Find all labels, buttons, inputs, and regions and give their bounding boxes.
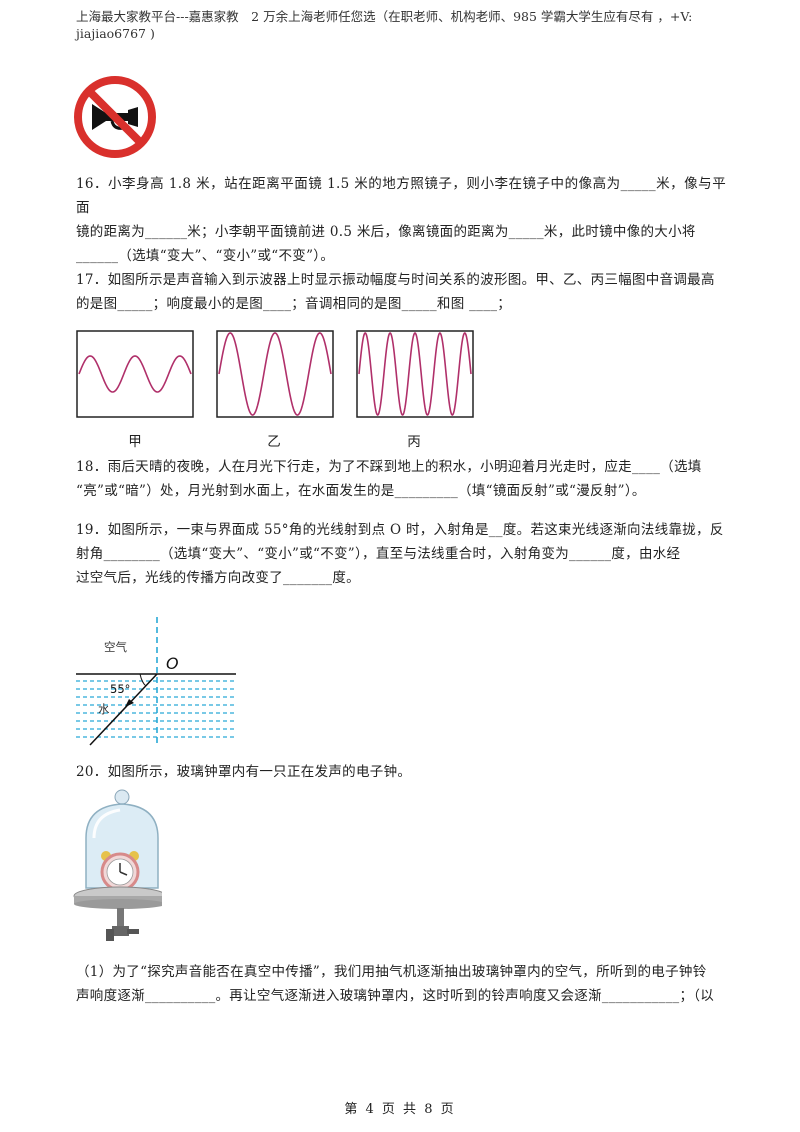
header-line-2: jiajiao6767 )	[76, 26, 155, 41]
q18-line-1: 18．雨后天晴的夜晚，人在月光下行走，为了不踩到地上的积水，小明迎着月光走时，应…	[76, 459, 702, 475]
caption-bing: 丙	[407, 434, 421, 450]
question-20: 20．如图所示，玻璃钟罩内有一只正在发声的电子钟。	[76, 760, 726, 784]
waveform-figures	[76, 330, 474, 418]
q16-line-3: ______（选填“变大”、“变小”或“不变”）。	[76, 248, 335, 264]
waveform-yi-frame	[216, 330, 334, 418]
label-point-o: O	[166, 654, 179, 673]
q16-line-1: 16．小李身高 1.8 米，站在距离平面镜 1.5 米的地方照镜子，则小李在镜子…	[76, 176, 726, 216]
water-surface-lines	[76, 680, 236, 738]
page-header: 上海最大家教平台---嘉惠家教 2 万余上海老师任您选（在职老师、机构老师、98…	[76, 8, 736, 42]
waveform-jia	[78, 355, 192, 393]
question-20-part-1: （1）为了“探究声音能否在真空中传播”，我们用抽气机逐渐抽出玻璃钟罩内的空气，所…	[76, 960, 726, 1008]
caption-yi: 乙	[267, 434, 281, 450]
label-air: 空气	[104, 640, 127, 654]
waveform-bing	[358, 332, 472, 416]
q19-line-3: 过空气后，光线的传播方向改变了_______度。	[76, 570, 360, 586]
angle-arc	[139, 673, 147, 687]
question-17: 17．如图所示是声音输入到示波器上时显示振动幅度与时间关系的波形图。甲、乙、丙三…	[76, 268, 726, 316]
q20-sub1-line-1: （1）为了“探究声音能否在真空中传播”，我们用抽气机逐渐抽出玻璃钟罩内的空气，所…	[76, 964, 707, 980]
page-footer: 第 4 页 共 8 页	[344, 1102, 456, 1117]
refraction-figure: 空气 O 55° 水	[76, 617, 236, 746]
label-water: 水	[98, 702, 110, 716]
ray-arrow-icon	[125, 699, 134, 707]
caption-jia: 甲	[128, 434, 142, 450]
q16-line-2: 镜的距离为______米；小李朝平面镜前进 0.5 米后，像离镜面的距离为___…	[76, 224, 696, 240]
q18-line-2: “亮”或“暗”）处，月光射到水面上，在水面发生的是_________（填“镜面反…	[76, 483, 646, 499]
q17-line-1: 17．如图所示是声音输入到示波器上时显示振动幅度与时间关系的波形图。甲、乙、丙三…	[76, 272, 715, 288]
header-line-1: 上海最大家教平台---嘉惠家教 2 万余上海老师任您选（在职老师、机构老师、98…	[76, 9, 693, 24]
waveform-jia-frame	[76, 330, 194, 418]
question-18: 18．雨后天晴的夜晚，人在月光下行走，为了不踩到地上的积水，小明迎着月光走时，应…	[76, 455, 726, 503]
no-horn-sign-icon	[74, 76, 156, 158]
question-16: 16．小李身高 1.8 米，站在距离平面镜 1.5 米的地方照镜子，则小李在镜子…	[76, 172, 726, 268]
q19-line-1: 19．如图所示，一束与界面成 55°角的光线射到点 O 时，入射角是__度。若这…	[76, 522, 724, 538]
label-angle: 55°	[110, 682, 130, 696]
bell-jar-figure	[73, 789, 162, 941]
alarm-clock-icon	[100, 851, 140, 895]
q20-line-1: 20．如图所示，玻璃钟罩内有一只正在发声的电子钟。	[76, 764, 412, 780]
waveform-yi	[218, 332, 332, 416]
q20-sub1-line-2: 声响度逐渐__________。再让空气逐渐进入玻璃钟罩内，这时听到的铃声响度又…	[76, 988, 715, 1004]
question-19: 19．如图所示，一束与界面成 55°角的光线射到点 O 时，入射角是__度。若这…	[76, 518, 726, 590]
q17-line-2: 的是图_____；响度最小的是图____；音调相同的是图_____和图 ____…	[76, 296, 512, 312]
q19-line-2: 射角________（选填“变大”、“变小”或“不变”），直至与法线重合时，入射…	[76, 546, 681, 562]
waveform-bing-frame	[356, 330, 474, 418]
